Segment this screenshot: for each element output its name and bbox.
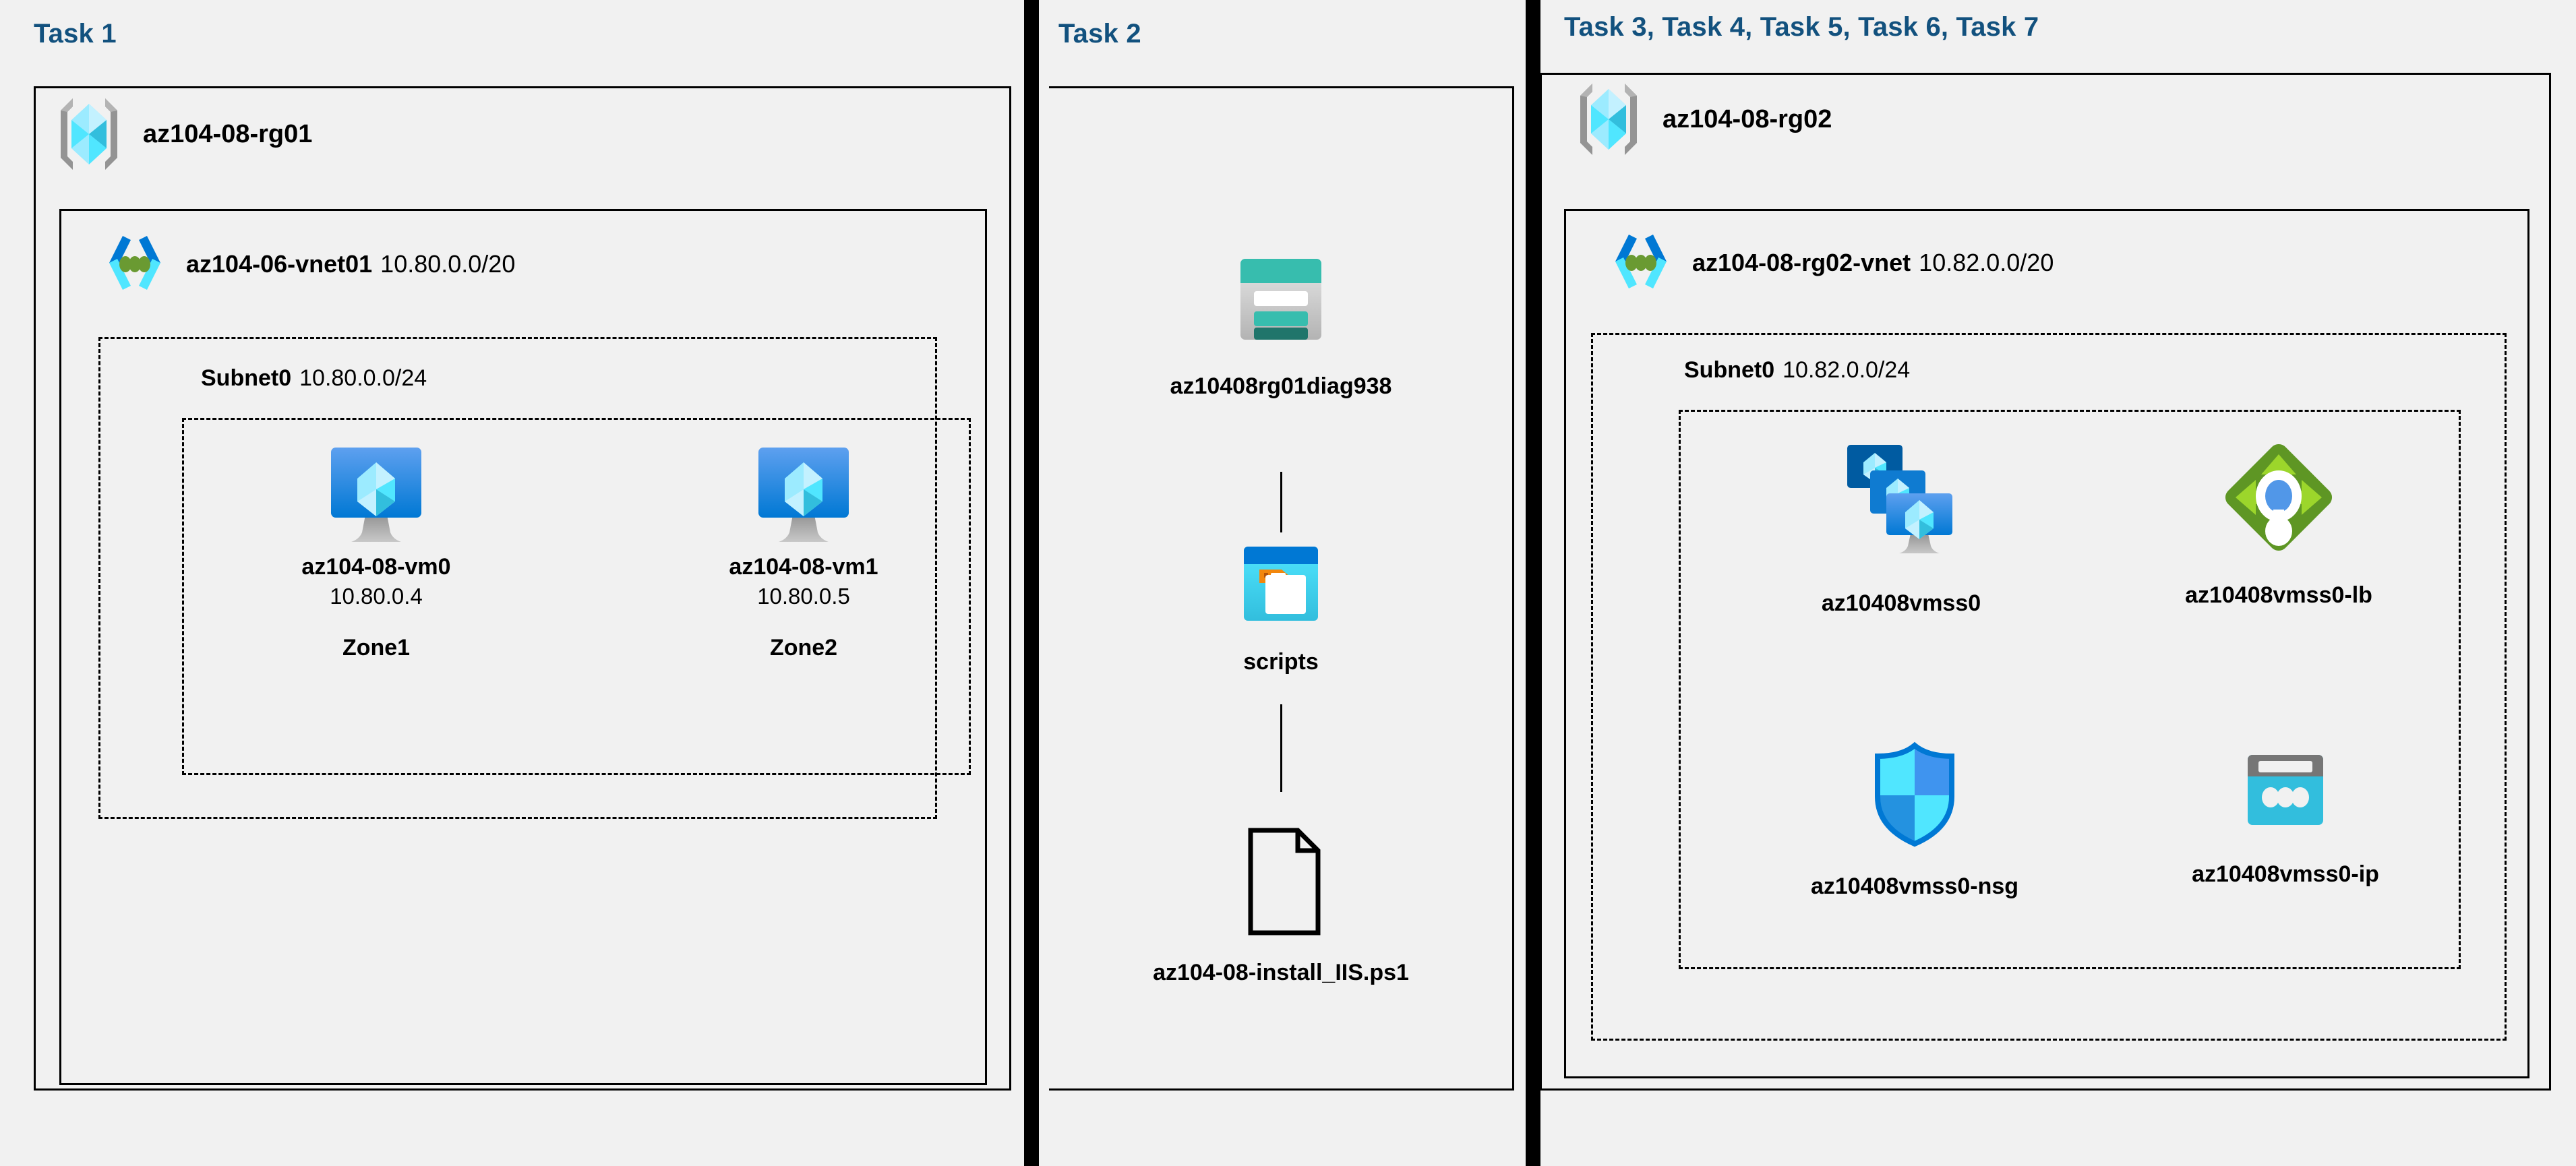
public-ip-address-icon — [2238, 749, 2333, 837]
storage-account-name: az10408rg01diag938 — [1170, 373, 1392, 399]
public-ip-name: az10408vmss0-ip — [2192, 861, 2379, 887]
resources-box-task3 — [1679, 410, 2461, 969]
vnet-cidr-vnet01: 10.80.0.0/20 — [380, 250, 516, 278]
blob-container-icon — [1240, 543, 1322, 625]
virtual-machine-icon — [753, 445, 854, 553]
virtual-machine-icon — [326, 445, 427, 553]
subnet-name-task3: Subnet0 — [1684, 357, 1775, 383]
subnet-box-task3 — [1591, 333, 2507, 1041]
vm-name-1: az104-08-vm1 — [729, 554, 878, 580]
availability-zones-box-task1 — [182, 418, 971, 775]
vnet-cidr-rg02: 10.82.0.0/20 — [1919, 249, 2054, 276]
vnet-heading-rg02: az104-08-rg02-vnet 10.82.0.0/20 — [1606, 228, 2054, 298]
vnet-name-rg02: az104-08-rg02-vnet — [1692, 249, 1911, 276]
resource-group-name-rg02: az104-08-rg02 — [1663, 104, 1832, 133]
vm-name-0: az104-08-vm0 — [301, 554, 451, 580]
task-header-1: Task 1 — [34, 19, 117, 49]
subnet-heading-task3: Subnet0 10.82.0.0/24 — [1684, 357, 1910, 383]
resource-group-icon — [53, 94, 125, 174]
resource-group-icon — [1572, 80, 1645, 159]
vm-zone-0: Zone1 — [342, 634, 411, 661]
storage-account-icon — [1231, 249, 1331, 349]
task-header-2: Task 2 — [1058, 19, 1141, 49]
script-file-node[interactable]: az104-08-install_IIS.ps1 — [1099, 828, 1463, 988]
network-security-group-icon — [1864, 741, 1965, 849]
script-file-icon — [1240, 828, 1322, 935]
load-balancer-node[interactable]: az10408vmss0-lb — [2110, 437, 2447, 611]
column-divider-1 — [1024, 0, 1039, 1166]
vm-ip-1: 10.80.0.5 — [757, 583, 850, 609]
nsg-name: az10408vmss0-nsg — [1810, 873, 2019, 899]
vm-ip-0: 10.80.0.4 — [330, 583, 423, 609]
nsg-node[interactable]: az10408vmss0-nsg — [1733, 741, 2097, 902]
blob-container-node[interactable]: scripts — [1207, 543, 1355, 677]
script-file-name: az104-08-install_IIS.ps1 — [1153, 960, 1409, 985]
vm-scale-set-icon — [1840, 438, 1962, 566]
vmss-name: az10408vmss0 — [1821, 590, 1981, 616]
resource-group-name-rg01: az104-08-rg01 — [143, 119, 313, 148]
subnet-cidr-task3: 10.82.0.0/24 — [1783, 357, 1911, 383]
connector-storage-to-container — [1280, 472, 1282, 532]
resource-group-heading-rg02: az104-08-rg02 — [1572, 80, 1832, 159]
column-divider-2 — [1526, 0, 1540, 1166]
vnet-panel-rg02-vnet — [1564, 209, 2529, 1078]
storage-account-node[interactable]: az10408rg01diag938 — [1106, 249, 1456, 402]
public-ip-node[interactable]: az10408vmss0-ip — [2117, 749, 2454, 890]
vmss-node[interactable]: az10408vmss0 — [1719, 438, 2083, 619]
blob-container-name: scripts — [1243, 649, 1319, 675]
task-header-3: Task 3, Task 4, Task 5, Task 6, Task 7 — [1564, 12, 2039, 42]
subnet-cidr-task1: 10.80.0.0/24 — [299, 365, 427, 391]
vnet-name-vnet01: az104-06-vnet01 — [186, 250, 373, 278]
virtual-network-icon — [100, 229, 170, 299]
load-balancer-icon — [2218, 437, 2339, 558]
load-balancer-name: az10408vmss0-lb — [2185, 582, 2372, 608]
subnet-heading-task1: Subnet0 10.80.0.0/24 — [201, 365, 427, 392]
vm-zone-1: Zone2 — [769, 634, 838, 661]
resource-group-heading-rg01: az104-08-rg01 — [53, 94, 312, 174]
vm-node-1[interactable]: az104-08-vm1 10.80.0.5 Zone2 — [689, 445, 918, 663]
vm-node-0[interactable]: az104-08-vm0 10.80.0.4 Zone1 — [262, 445, 491, 663]
subnet-box-task1 — [98, 337, 937, 819]
connector-container-to-script — [1280, 704, 1282, 792]
vnet-panel-vnet01 — [59, 209, 987, 1085]
subnet-name-task1: Subnet0 — [201, 365, 292, 391]
virtual-network-icon — [1606, 228, 1676, 298]
